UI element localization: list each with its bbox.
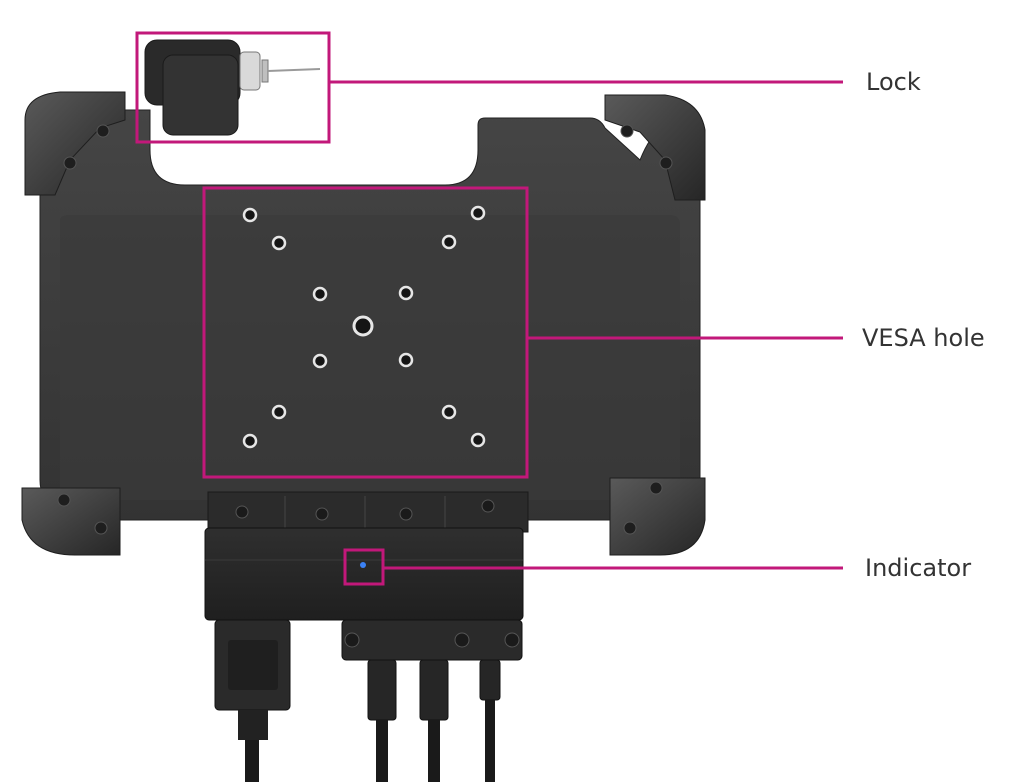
indicator-label: Indicator xyxy=(865,554,972,582)
serial-connector xyxy=(214,619,291,782)
bumper-bottom-left xyxy=(21,487,121,556)
vesa-hole-pattern xyxy=(242,205,486,449)
lock-callout xyxy=(135,31,843,144)
dock-module xyxy=(204,527,524,621)
cradle-inner-panel xyxy=(60,215,680,500)
vesa-callout xyxy=(202,186,843,479)
vesa-hole-label: VESA hole xyxy=(862,324,985,352)
rear-connector-block xyxy=(341,619,523,661)
lock-label: Lock xyxy=(866,68,921,96)
bumper-top-left xyxy=(24,91,126,196)
usb-cables xyxy=(367,659,501,782)
indicator-callout xyxy=(343,548,843,586)
vesa-highlight-box xyxy=(202,186,529,479)
indicator-led xyxy=(360,562,366,568)
dock-connector-strip xyxy=(207,491,529,533)
lock-mechanism xyxy=(144,39,321,136)
bumper-top-right xyxy=(604,94,706,201)
bumper-bottom-right xyxy=(609,477,706,556)
lock-highlight-box xyxy=(135,31,331,144)
